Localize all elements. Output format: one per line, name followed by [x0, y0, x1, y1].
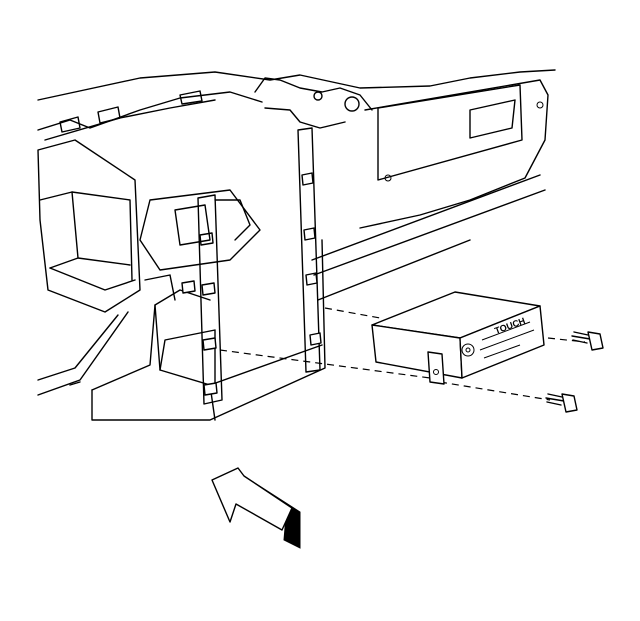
radio-receiver: TOUCH [371, 291, 545, 385]
view-direction-arrow-icon [211, 467, 301, 549]
lower-bolt-icon [545, 393, 578, 413]
upper-bolt-icon [571, 331, 604, 351]
alignment-guide-lines [219, 307, 586, 401]
instrument-panel-carrier [37, 69, 556, 421]
